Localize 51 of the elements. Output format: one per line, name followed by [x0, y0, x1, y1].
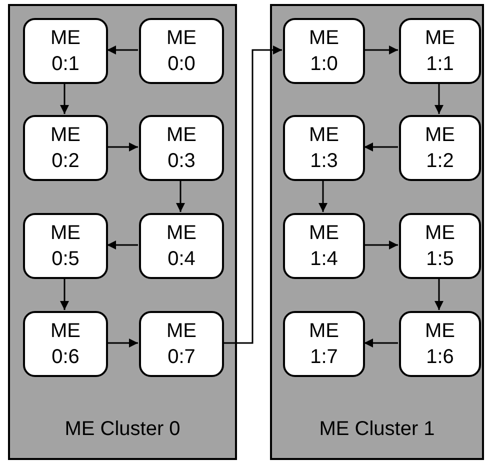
arrow: [60, 278, 69, 310]
box-label: ME 1:0: [308, 26, 340, 77]
process-box: [399, 18, 481, 84]
process-box: [399, 213, 481, 279]
box-label: ME 1:6: [424, 319, 456, 370]
process-box: [23, 311, 108, 377]
box-label: ME 1:1: [424, 26, 456, 77]
box-label: ME 1:2: [424, 123, 456, 174]
arrow: [364, 338, 398, 348]
arrow: [364, 46, 398, 54]
process-box: [23, 213, 108, 279]
process-box: [283, 115, 365, 181]
cluster-panel: [270, 4, 484, 460]
process-box: [139, 311, 224, 377]
process-box: [399, 311, 481, 377]
box-label: ME 1:4: [308, 221, 340, 272]
process-box: [23, 115, 108, 181]
cluster-label: ME Cluster 0: [64, 417, 182, 442]
process-box: [139, 115, 224, 181]
arrow: [107, 338, 138, 348]
box-label: ME 0:0: [166, 26, 198, 77]
arrow: [434, 278, 444, 310]
arrow: [107, 46, 138, 54]
arrow: [107, 142, 138, 152]
box-label: ME 0:1: [50, 26, 82, 77]
box-label: ME 0:6: [50, 319, 82, 370]
cluster-panel: [8, 4, 237, 460]
cluster-label: ME Cluster 1: [318, 417, 436, 442]
box-label: ME 1:3: [308, 123, 340, 174]
arrow: [364, 142, 398, 152]
process-box: [399, 115, 481, 181]
arrow: [176, 180, 185, 212]
process-box: [283, 311, 365, 377]
arrow: [60, 83, 69, 114]
box-label: ME 0:3: [166, 123, 198, 174]
box-label: ME 0:5: [50, 221, 82, 272]
box-label: ME 0:2: [50, 123, 82, 174]
arrow: [318, 180, 328, 212]
box-label: ME 0:7: [166, 319, 198, 370]
arrow: [434, 83, 444, 114]
process-box: [23, 18, 108, 84]
box-label: ME 1:5: [424, 221, 456, 272]
arrow: [223, 46, 282, 344]
box-label: ME 0:4: [166, 221, 198, 272]
process-box: [283, 18, 365, 84]
process-box: [139, 213, 224, 279]
arrow: [364, 240, 398, 250]
arrow: [107, 240, 138, 250]
box-label: ME 1:7: [308, 319, 340, 370]
process-box: [283, 213, 365, 279]
process-box: [139, 18, 224, 84]
